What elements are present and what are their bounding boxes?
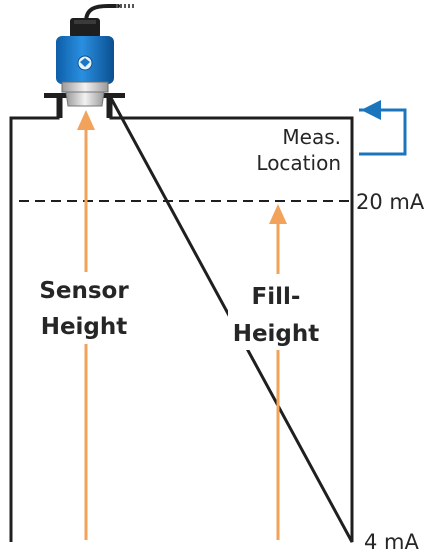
tank-outline <box>9 97 354 543</box>
meas-location-label-line2: Location <box>256 151 341 175</box>
sensor-height-label-line1: Sensor <box>39 278 129 304</box>
ultrasonic-level-sensor-icon <box>56 4 136 107</box>
fill-height-arrow <box>269 204 287 540</box>
blue-bracket-arrow-icon <box>359 100 407 156</box>
fill-height-label-line2: Height <box>233 321 320 347</box>
sensor-height-label-line2: Height <box>41 314 128 340</box>
fill-height-label-bg <box>228 274 328 350</box>
mounting-flange <box>44 93 125 118</box>
fill-height-label-line1: Fill- <box>252 284 301 310</box>
sensor-height-label-bg <box>32 272 132 344</box>
current-bottom-label: 4 mA <box>364 530 419 554</box>
meas-location-label-line1: Meas. <box>282 125 341 149</box>
current-top-label: 20 mA <box>356 190 425 214</box>
